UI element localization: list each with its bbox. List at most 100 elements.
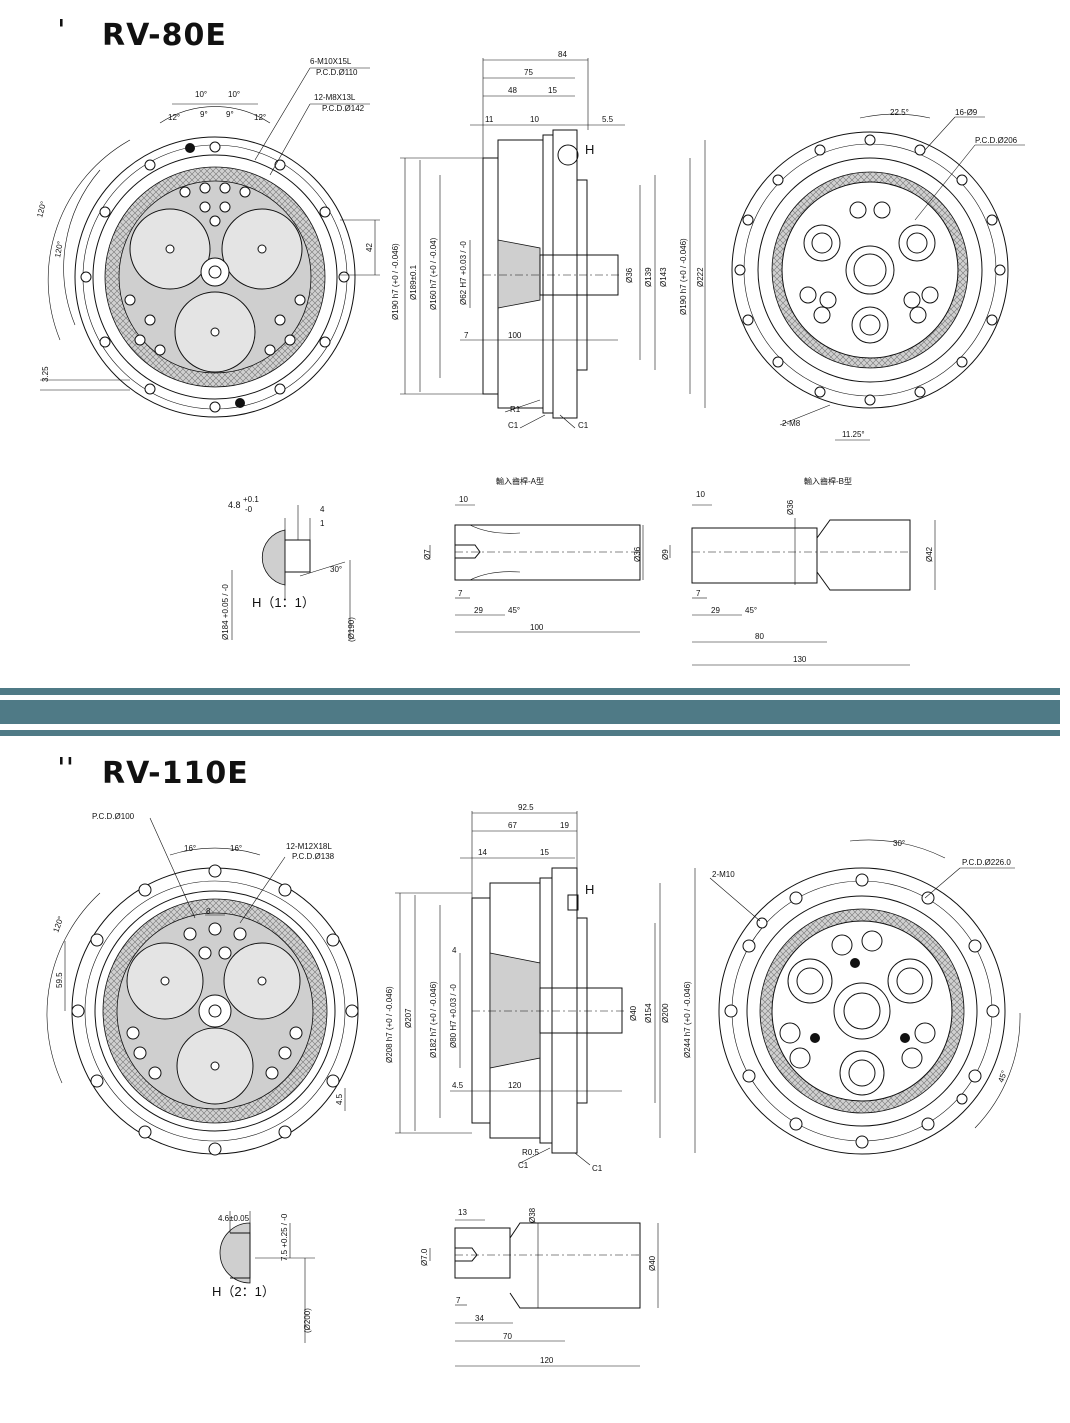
rv110e-shaft-d34: 34 [475, 1314, 484, 1323]
rv80e-ang2: 10° [228, 90, 240, 99]
rv110e-shaft-d70: Ø7.0 [420, 1248, 429, 1266]
rv110e-d14: 14 [478, 848, 487, 857]
rv110e-d120: 120 [508, 1081, 522, 1090]
rv80e-c1b: C1 [578, 421, 589, 430]
rv80e-shaft-b-d130: 130 [793, 655, 807, 664]
rv110e-c1b: C1 [592, 1164, 603, 1173]
rv80e-ang3: 12° [168, 113, 180, 122]
rv110e-d67: 67 [508, 821, 517, 830]
rv110e-d19: 19 [560, 821, 569, 830]
rv80e-d190a: Ø190 h7 (+0 / -0.046) [391, 243, 400, 320]
rv80e-ang8: 120° [53, 240, 65, 258]
rv80e-shaft-a-d100: 100 [530, 623, 544, 632]
rv110e-d154: Ø154 [644, 1003, 653, 1023]
rv80e-ang1: 10° [195, 90, 207, 99]
rv80e-shaft-b-d29: 29 [711, 606, 720, 615]
rv110e-d40: Ø40 [629, 1005, 638, 1021]
rv80e-rear-ang2: 11.25° [842, 430, 865, 439]
title-mark-2: ˈˈ [57, 752, 75, 785]
rv80e-h-mark: H [585, 142, 594, 157]
rv80e-d190b: Ø190 h7 (+0 / -0.046) [679, 238, 688, 315]
rv80e-c1a: C1 [508, 421, 519, 430]
rv80e-d7: 7 [464, 331, 469, 340]
rv80e-detail-tol-b: -0 [245, 505, 253, 514]
rv80e-ang6: 12° [254, 113, 266, 122]
rv110e-shaft-d120: 120 [540, 1356, 554, 1365]
rv80e-ang5: 9° [226, 110, 234, 119]
rv80e-pcd-b: P.C.D.Ø142 [322, 104, 365, 113]
rv80e-rear-pcd: P.C.D.Ø206 [975, 136, 1018, 145]
rv80e-d100: 100 [508, 331, 522, 340]
rv80e-shaft-b-d10: 10 [696, 490, 705, 499]
rv110e-shaft-d40: Ø40 [648, 1255, 657, 1271]
rv80e-d139: Ø139 [644, 267, 653, 287]
rv80e-detail-h [231, 505, 351, 640]
rv110e-h-mark: H [585, 882, 594, 897]
rv80e-shaft-b-caption: 輸入齒桿-B型 [804, 476, 852, 486]
rv80e-shaft-a-d10: 10 [459, 495, 468, 504]
rv80e-shaft-b-d7: 7 [696, 589, 701, 598]
rv80e-front-view [40, 67, 380, 418]
rv80e-ang4: 9° [200, 110, 208, 119]
rv110e-d200: Ø200 [661, 1003, 670, 1023]
rv80e-d62: Ø62 H7 +0.03 / -0 [459, 241, 468, 305]
rv110e-d244: Ø244 h7 (+0 / -0.046) [683, 981, 692, 1058]
rv80e-shaft-a-d36: Ø36 [633, 546, 642, 562]
rv80e-detail-d4: 4 [320, 505, 325, 514]
rv110e-detail-b: 7.5 +0.25 / -0 [280, 1213, 289, 1261]
title-rv80e: RV-80E [102, 18, 227, 53]
rv80e-d325: 3.25 [41, 366, 50, 382]
title-rv110e: RV-110E [102, 756, 249, 791]
rv110e-rear-ang2: 45° [996, 1069, 1009, 1083]
rv110e-d8: 8 [206, 907, 211, 916]
rv80e-d42: 42 [365, 243, 374, 252]
rv80e-d15: 15 [548, 86, 557, 95]
rv80e-drawing: 6-M10X15L P.C.D.Ø110 12-M8X13L P.C.D.Ø14… [35, 50, 1025, 666]
rv80e-holes-b: 12-M8X13L [314, 93, 356, 102]
rv110e-d15: 15 [540, 848, 549, 857]
rv80e-detail-d190: (Ø190) [347, 617, 356, 642]
rv110e-d45: 4.5 [335, 1093, 344, 1105]
rv110e-d4: 4 [452, 946, 457, 955]
rv80e-ang7: 120° [35, 200, 48, 218]
rv110e-c1a: C1 [518, 1161, 529, 1170]
rv80e-shaft-a-caption: 輸入齒桿-A型 [496, 476, 544, 486]
rv80e-shaft-b-d80: 80 [755, 632, 764, 641]
rv110e-shaft-d7: 7 [456, 1296, 461, 1305]
rv110e-rear-view [709, 839, 1021, 1155]
rv110e-d80: Ø80 H7 +0.03 / -0 [449, 984, 458, 1048]
rv80e-detail-d184: Ø184 +0.05 / -0 [221, 584, 230, 640]
rv110e-shaft [429, 1219, 659, 1367]
rv110e-pcd-b: P.C.D.Ø138 [292, 852, 335, 861]
rv110e-ang2: 16° [230, 844, 242, 853]
rv80e-shaft-b-d45: 45° [745, 606, 757, 615]
rv110e-detail-d200: (Ø200) [303, 1308, 312, 1333]
rv110e-shaft-d13: 13 [458, 1208, 467, 1217]
rv110e-rear-m10: 2-M10 [712, 870, 735, 879]
rv110e-drawing: P.C.D.Ø100 16° 16° 12-M12X18L P.C.D.Ø138… [46, 803, 1021, 1367]
rv80e-d143: Ø143 [659, 267, 668, 287]
rv110e-side-view [395, 811, 696, 1166]
rv80e-d189: Ø189±0.1 [409, 264, 418, 300]
rv80e-d48: 48 [508, 86, 517, 95]
rv80e-d55: 5.5 [602, 115, 614, 124]
rv110e-d207: Ø207 [404, 1008, 413, 1028]
rv80e-shaft-a-d7: Ø7 [423, 549, 432, 560]
divider-band-middle [0, 700, 1060, 724]
rv80e-shaft-a-d7b: 7 [458, 589, 463, 598]
rv80e-shaft-b-d9: Ø9 [661, 549, 670, 560]
rv80e-d160: Ø160 h7 (+0 / -0.04) [429, 237, 438, 310]
title-mark: ˈ [57, 14, 66, 47]
rv110e-d595: 59.5 [55, 972, 64, 988]
rv80e-d75: 75 [524, 68, 533, 77]
rv80e-pcd-a: P.C.D.Ø110 [316, 68, 358, 77]
rv110e-ang1: 16° [184, 844, 196, 853]
rv110e-pcd-a: P.C.D.Ø100 [92, 812, 135, 821]
rv80e-d10: 10 [530, 115, 539, 124]
rv110e-d182: Ø182 h7 (+0 / -0.046) [429, 981, 438, 1058]
rv80e-rear-m8: 2-M8 [782, 419, 801, 428]
rv110e-d45b: 4.5 [452, 1081, 464, 1090]
rv80e-d11: 11 [485, 115, 494, 124]
rv110e-detail-label: H（2：1） [212, 1284, 275, 1299]
rv80e-detail-a: 4.8 [228, 500, 241, 510]
